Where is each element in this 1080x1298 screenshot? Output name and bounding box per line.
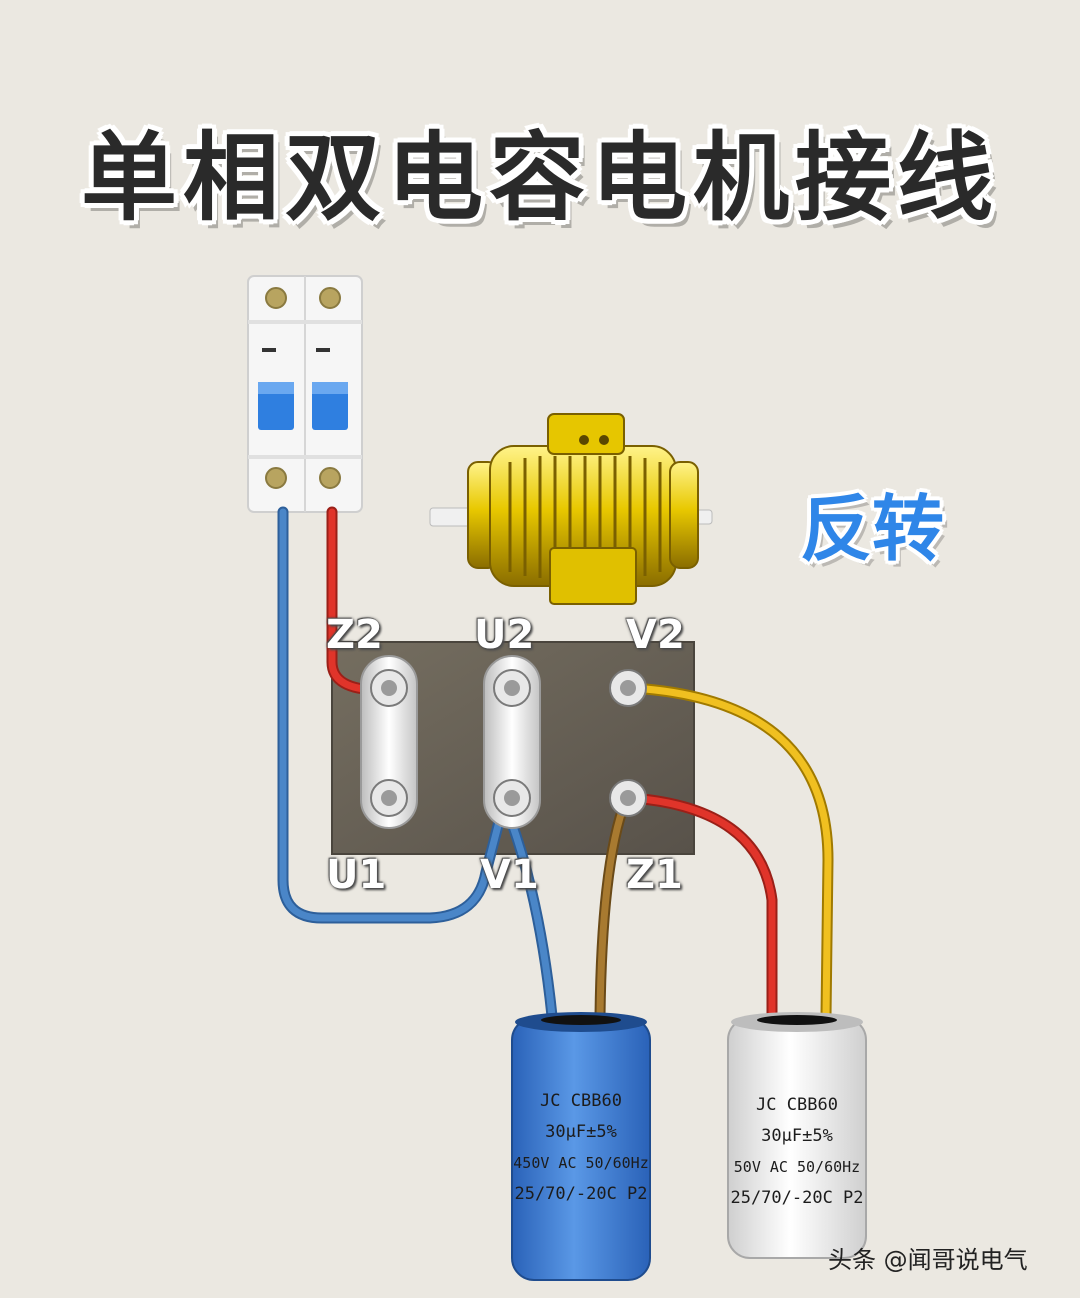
terminal-label-z1: Z1 <box>626 852 683 898</box>
page-title: 单相双电容电机接线 <box>81 122 999 234</box>
capacitor-left-capacitance: 30μF±5% <box>545 1122 617 1142</box>
circuit-breaker <box>247 275 363 513</box>
terminal-label-u2: U2 <box>474 612 535 658</box>
terminal-label-v1: V1 <box>480 852 539 898</box>
capacitor-left-voltage: 450V AC 50/60Hz <box>513 1154 649 1172</box>
capacitor-left-model: JC CBB60 <box>540 1091 622 1111</box>
capacitor-left-label: JC CBB60 30μF±5% 450V AC 50/60Hz 25/70/-… <box>512 1086 650 1210</box>
terminal-nuts <box>370 669 647 817</box>
capacitor-left-rating: 25/70/-20C P2 <box>514 1184 648 1204</box>
terminal-label-u1: U1 <box>326 852 387 898</box>
capacitor-right-capacitance: 30μF±5% <box>761 1126 833 1146</box>
terminal-label-z2: Z2 <box>326 612 383 658</box>
capacitor-right-voltage: 50V AC 50/60Hz <box>733 1158 861 1176</box>
capacitor-right-rating: 25/70/-20C P2 <box>730 1188 864 1208</box>
capacitor-right-model: JC CBB60 <box>756 1095 838 1115</box>
direction-label: 反转 <box>800 487 945 571</box>
capacitor-right <box>727 1012 867 1259</box>
motor <box>429 413 713 605</box>
watermark: 头条 @闻哥说电气 <box>828 1246 1028 1274</box>
capacitor-right-label: JC CBB60 30μF±5% 50V AC 50/60Hz 25/70/-2… <box>728 1090 866 1214</box>
capacitor-left <box>511 1012 651 1281</box>
terminal-label-v2: V2 <box>626 612 685 658</box>
